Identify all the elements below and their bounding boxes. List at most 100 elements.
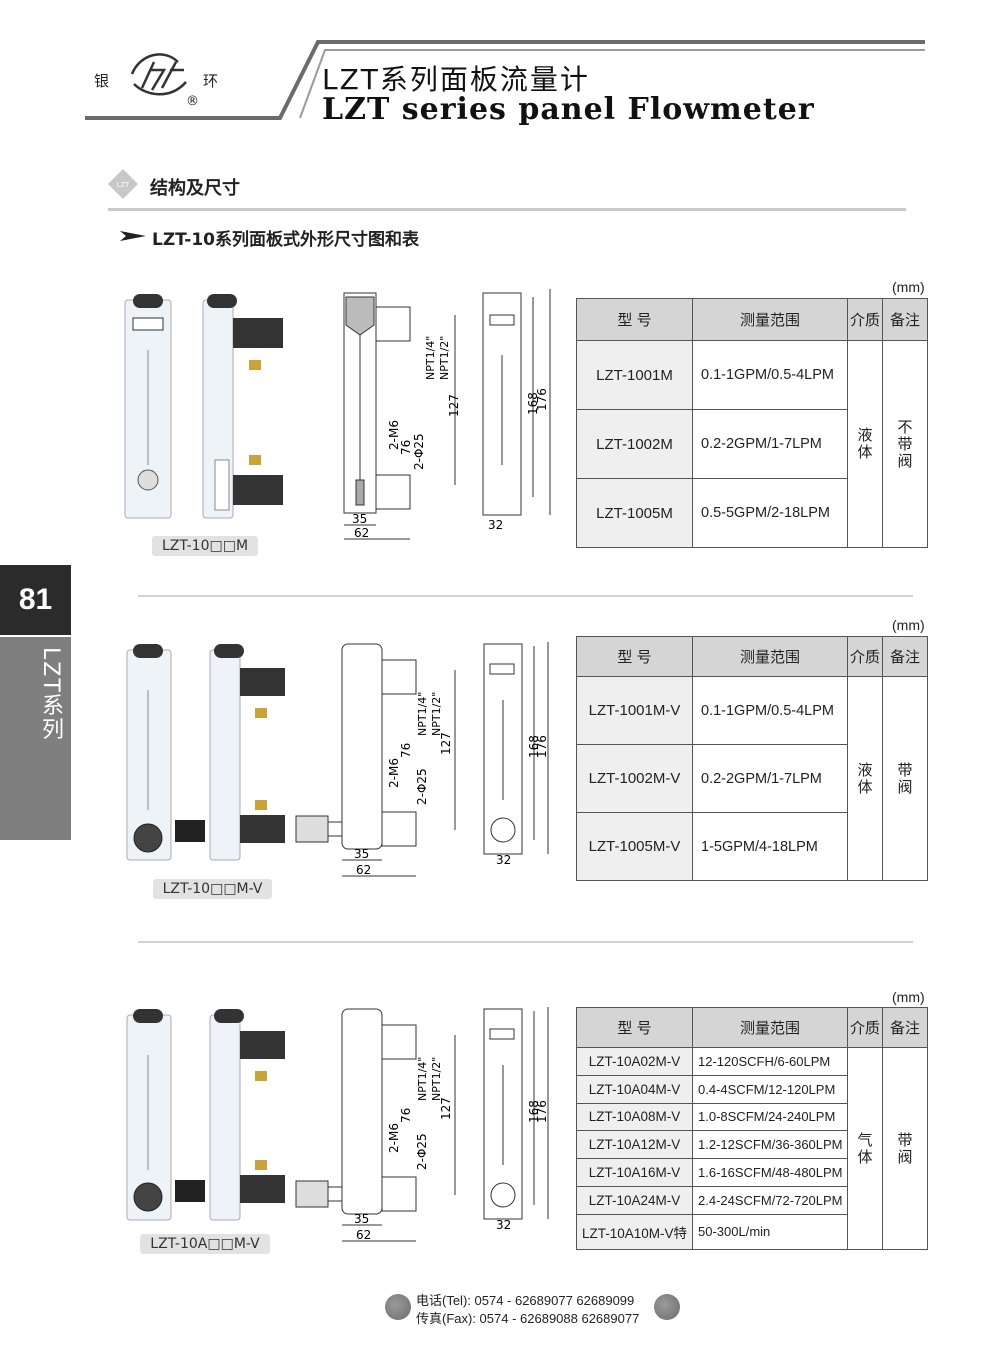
caption-1: LZT-10□□M: [151, 536, 259, 556]
table-cell-model: LZT-10A08M-V: [576, 1102, 693, 1132]
header-medium: 介质: [847, 1007, 883, 1048]
page-title-cn: LZT系列面板流量计: [322, 63, 590, 96]
product-caption-2: LZT-10□□M-V: [140, 879, 285, 899]
header-model: 型 号: [576, 1007, 693, 1048]
dim-176-3: 176: [535, 1100, 549, 1123]
medium-text: 气体: [857, 1131, 873, 1166]
dimension-drawing-2: 35 62 76 127 2-M6 2-Φ25 NPT1/4" NPT1/2" …: [295, 642, 549, 877]
dim-npt12-2: NPT1/2": [430, 692, 443, 736]
header-remark: 备注: [882, 1007, 928, 1048]
logo-icon: [130, 53, 187, 96]
table-cell-model: LZT-10A04M-V: [576, 1074, 693, 1104]
dimension-drawing-1: 35 62 76 127 2-M6 2-Φ25 NPT1/4" NPT1/2" …: [343, 289, 551, 540]
table-cell-medium: 液体: [847, 340, 883, 548]
table-cell-model: LZT-10A10M-V特: [576, 1213, 693, 1250]
table-cell-remark: 带阀: [882, 676, 928, 881]
header-model: 型 号: [576, 298, 693, 341]
spec-table-1: 型 号 测量范围 介质 备注 LZT-1001M 0.1-1GPM/0.5-4L…: [576, 298, 928, 548]
dim-176-2: 176: [535, 735, 549, 758]
series-tab: LZT系列: [0, 637, 71, 840]
dim-35-1: 35: [352, 512, 367, 526]
dim-m6-3: 2-M6: [387, 1123, 401, 1153]
table-cell-model: LZT-1001M: [576, 340, 693, 410]
table-cell-model: LZT-10A02M-V: [576, 1047, 693, 1076]
dim-npt12-3: NPT1/2": [430, 1057, 443, 1101]
table-cell-model: LZT-1005M: [576, 478, 693, 548]
dim-168-1: 168: [526, 392, 540, 415]
dim-62-2: 62: [356, 863, 371, 877]
table-cell-range: 1.0-8SCFM/24-240LPM: [692, 1102, 848, 1132]
page-number: 81: [0, 565, 71, 635]
table-cell-range: 0.1-1GPM/0.5-4LPM: [692, 340, 848, 410]
table-cell-range: 0.4-4SCFM/12-120LPM: [692, 1074, 848, 1104]
section-title: 结构及尺寸: [150, 178, 240, 199]
dim-npt14-1: NPT1/4": [424, 336, 437, 380]
dim-127-2: 127: [439, 732, 453, 755]
footer-tel: 电话(Tel): 0574 - 62689077 62689099: [416, 1293, 635, 1308]
header-range: 测量范围: [692, 1007, 848, 1048]
dim-phi-3: 2-Φ25: [415, 1133, 429, 1170]
table-cell-model: LZT-1005M-V: [576, 812, 693, 881]
header-medium: 介质: [847, 298, 883, 341]
product-caption-3: LZT-10A□□M-V: [130, 1234, 280, 1254]
table-cell-medium: 液体: [847, 676, 883, 881]
caption-3: LZT-10A□□M-V: [140, 1234, 270, 1254]
remark-text: 带阀: [897, 1131, 913, 1166]
header-medium: 介质: [847, 636, 883, 677]
block-divider-2: [138, 941, 913, 943]
dim-phi-2: 2-Φ25: [415, 768, 429, 805]
medium-text: 液体: [857, 427, 873, 461]
dim-76-3: 76: [399, 1108, 413, 1123]
unit-label-2: (mm): [892, 617, 925, 633]
series-tab-label: LZT系列: [38, 647, 63, 742]
table-cell-range: 0.2-2GPM/1-7LPM: [692, 744, 848, 813]
spec-table-3: 型 号 测量范围 介质 备注 LZT-10A02M-V 12-120SCFH/6…: [576, 1007, 928, 1250]
dimension-drawing-3: 35 62 76 127 2-M6 2-Φ25 NPT1/4" NPT1/2" …: [295, 1007, 549, 1242]
footer-fax: 传真(Fax): 0574 - 62689088 62689077: [416, 1311, 640, 1326]
dim-35-2: 35: [354, 847, 369, 861]
remark-text: 带阀: [897, 761, 913, 796]
section-badge-icon: LZT: [108, 169, 138, 199]
product-photo-3: [126, 1009, 285, 1221]
table-cell-remark: 不带阀: [882, 340, 928, 548]
dim-127-3: 127: [439, 1097, 453, 1120]
table-cell-model: LZT-10A12M-V: [576, 1130, 693, 1159]
dim-35-3: 35: [354, 1212, 369, 1226]
table-cell-range: 1.2-12SCFM/36-360LPM: [692, 1130, 848, 1159]
section-divider: [108, 208, 906, 211]
dim-168-3: 168: [527, 1100, 541, 1123]
page-title-en: LZT series panel Flowmeter: [322, 92, 815, 127]
arrow-icon: [120, 231, 146, 241]
table-cell-range: 1.6-16SCFM/48-480LPM: [692, 1158, 848, 1187]
header-model: 型 号: [576, 636, 693, 677]
dim-npt12-1: NPT1/2": [438, 336, 451, 380]
footer-circle-right: [654, 1294, 680, 1320]
header-remark: 备注: [882, 298, 928, 341]
product-photo-2: [126, 644, 285, 861]
dim-76-2: 76: [399, 743, 413, 758]
footer-circle-left: [385, 1294, 411, 1320]
section-subtitle: LZT-10系列面板式外形尺寸图和表: [152, 230, 419, 250]
table-cell-range: 0.2-2GPM/1-7LPM: [692, 409, 848, 479]
dim-176-1: 176: [535, 388, 549, 411]
dim-32-3: 32: [496, 1218, 511, 1232]
header-lines: [85, 40, 925, 120]
table-cell-model: LZT-1002M: [576, 409, 693, 479]
dim-phi-1: 2-Φ25: [412, 433, 426, 470]
dim-npt14-2: NPT1/4": [416, 692, 429, 736]
table-cell-model: LZT-10A24M-V: [576, 1185, 693, 1215]
table-cell-remark: 带阀: [882, 1047, 928, 1250]
dim-76-1: 76: [399, 440, 413, 455]
header-range: 测量范围: [692, 636, 848, 677]
registered-mark: ®: [186, 94, 199, 109]
dim-npt14-3: NPT1/4": [416, 1057, 429, 1101]
table-cell-model: LZT-10A16M-V: [576, 1158, 693, 1187]
dim-m6-1: 2-M6: [387, 420, 401, 450]
table-cell-model: LZT-1001M-V: [576, 676, 693, 745]
dim-62-3: 62: [356, 1228, 371, 1242]
table-cell-range: 0.5-5GPM/2-18LPM: [692, 478, 848, 548]
table-cell-range: 12-120SCFH/6-60LPM: [692, 1047, 848, 1076]
table-cell-range: 50-300L/min: [692, 1213, 848, 1250]
product-caption-1: LZT-10□□M: [140, 536, 270, 556]
table-cell-range: 0.1-1GPM/0.5-4LPM: [692, 676, 848, 745]
